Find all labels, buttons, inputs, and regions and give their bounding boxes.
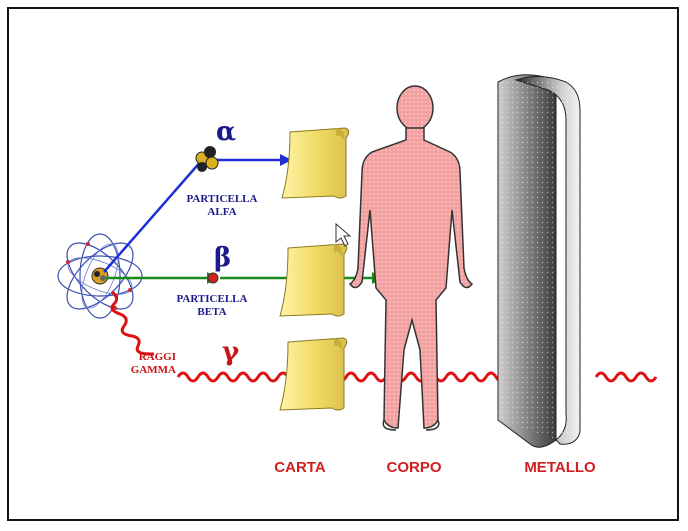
gamma-label-line2: GAMMA [131,364,176,376]
alpha-particle-icon [196,146,218,172]
alpha-label-line2: ALFA [207,206,236,218]
beta-particle-icon [208,273,218,283]
beta-label-line2: BETA [197,306,226,318]
alpha-label-line1: PARTICELLA [187,193,258,205]
caption-corpo: CORPO [386,459,441,476]
gamma-symbol: γ [222,337,240,367]
alpha-symbol: α [216,117,236,147]
alpha-ray [104,154,292,272]
paper-sheet-bottom [280,338,347,410]
beta-symbol: β [214,243,231,273]
cursor-icon [336,224,350,246]
beta-label-line1: PARTICELLA [177,293,248,305]
paper-sheet-middle [280,244,347,316]
gamma-ray [112,292,154,354]
paper-sheet-top [282,128,349,198]
human-body [350,86,472,430]
caption-metallo: METALLO [524,459,596,476]
atom-icon [56,232,144,320]
gamma-label-line1: RAGGI [139,351,176,363]
metal-sheet [498,75,580,447]
caption-carta: CARTA [274,459,326,476]
gamma-ray-wave [178,373,656,381]
